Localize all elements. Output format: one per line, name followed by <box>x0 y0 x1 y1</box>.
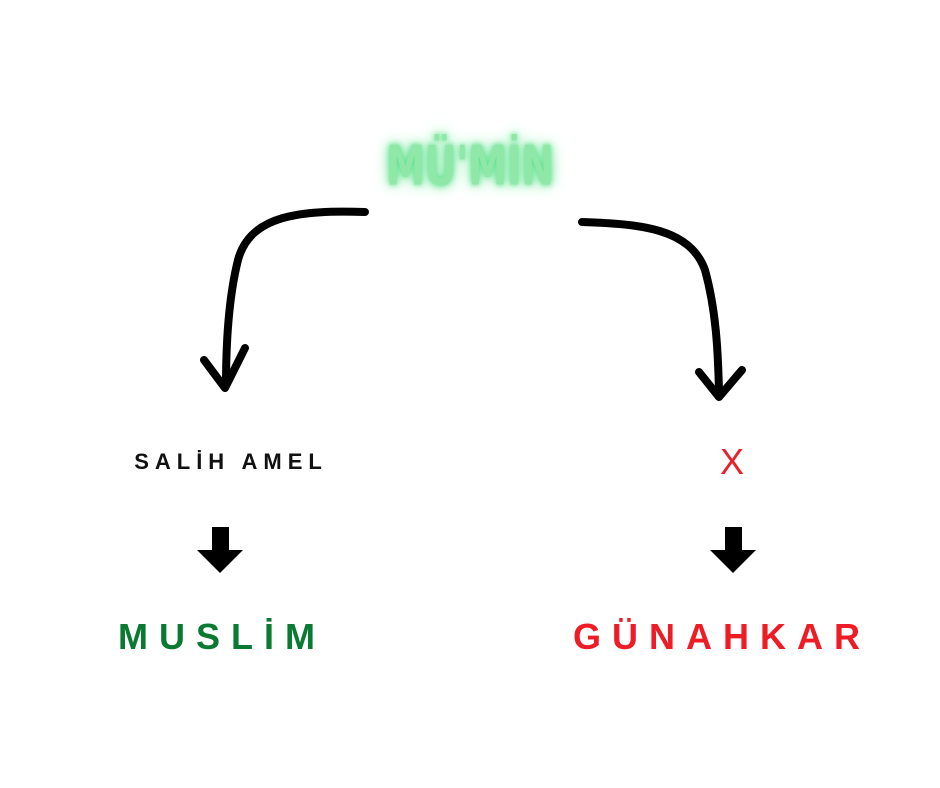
right-condition-x-mark: X <box>719 441 745 482</box>
right-arrowhead <box>695 366 746 401</box>
right-down-arrow-icon <box>710 527 756 573</box>
right-curved-arrow <box>578 218 723 396</box>
left-arrowhead <box>200 344 249 392</box>
left-curved-arrow <box>222 207 369 389</box>
right-result-label: GÜNAHKAR <box>573 616 871 657</box>
left-condition-label: SALİH AMEL <box>134 449 328 474</box>
title-mumin: MÜ'MİN <box>386 134 554 198</box>
left-result-label: MUSLİM <box>118 616 326 657</box>
left-down-arrow-icon <box>197 527 243 573</box>
